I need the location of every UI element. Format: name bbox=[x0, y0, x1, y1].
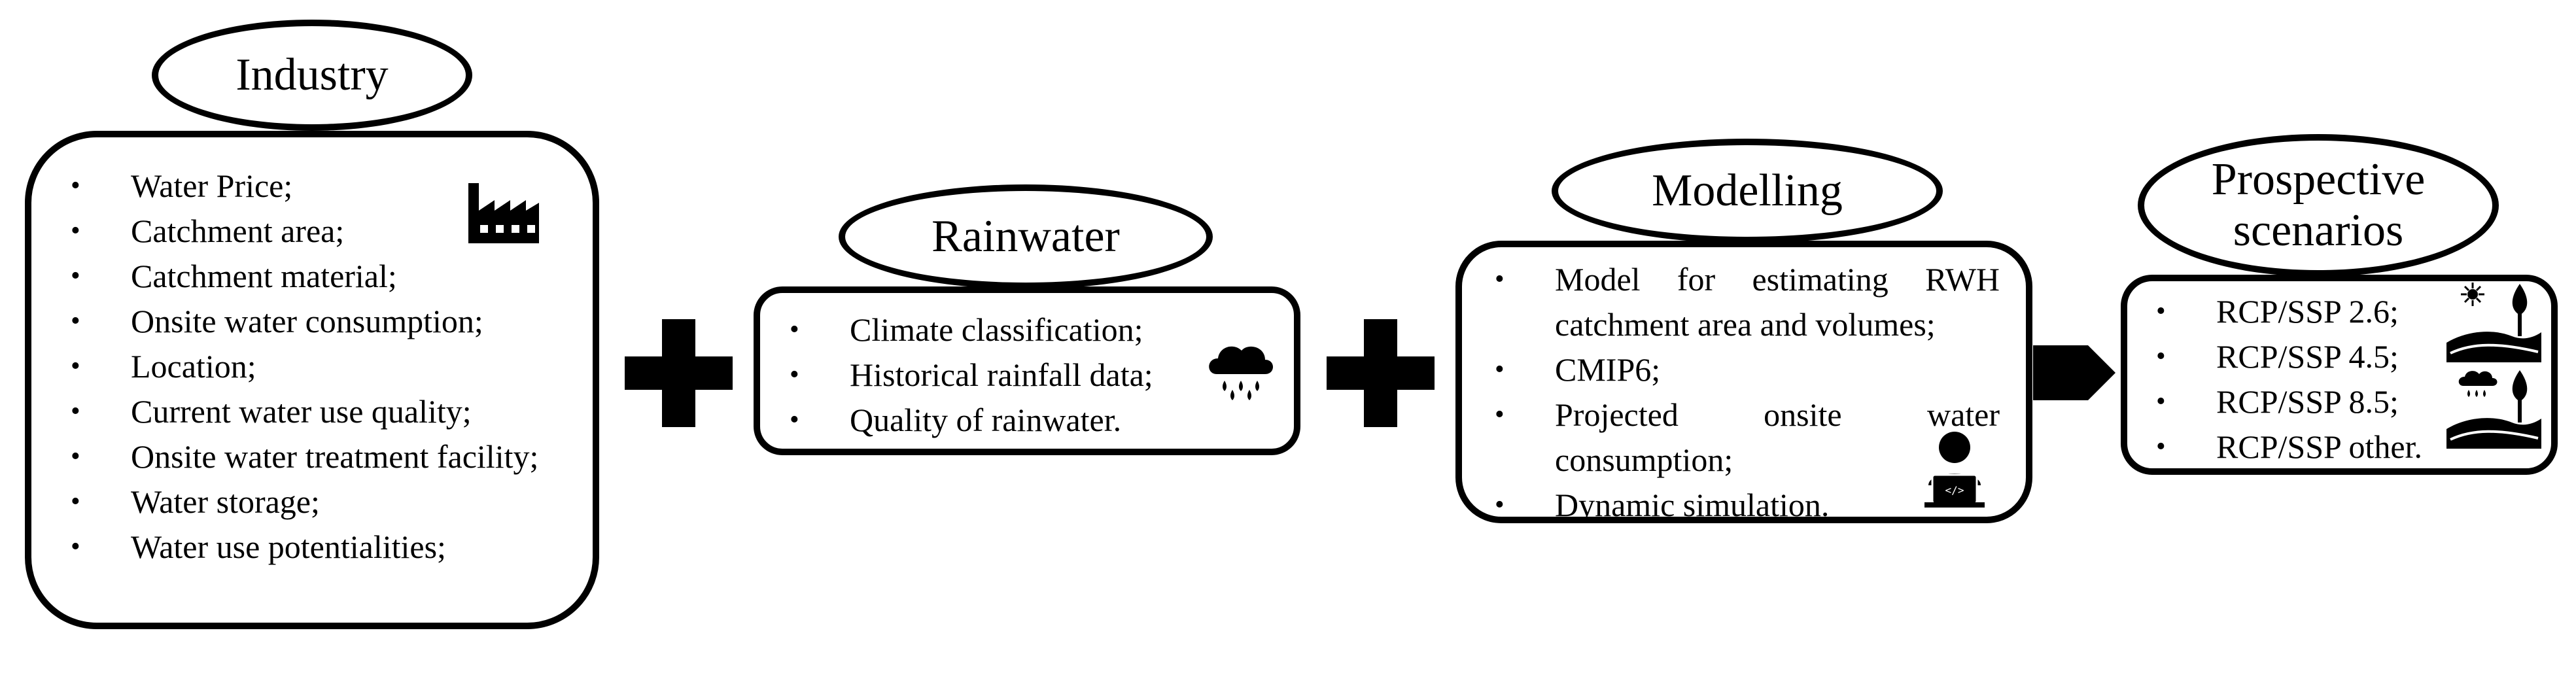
scenarios-title-ellipse: Prospective scenarios bbox=[2138, 134, 2499, 277]
industry-item: Onsite water consumption; bbox=[71, 299, 563, 344]
industry-item: Catchment material; bbox=[71, 254, 563, 299]
modelling-box: Model for estimating RWH catchment area … bbox=[1455, 241, 2032, 528]
scenarios-item: RCP/SSP 2.6; bbox=[2156, 289, 2465, 334]
industry-list: Water Price; Catchment area; Catchment m… bbox=[71, 164, 563, 570]
scenarios-title-line2: scenarios bbox=[2233, 205, 2404, 256]
rainwater-title-ellipse: Rainwater bbox=[839, 184, 1213, 289]
industry-title: Industry bbox=[235, 50, 389, 100]
sun-landscape-icon bbox=[2446, 283, 2541, 362]
scenarios-list: RCP/SSP 2.6; RCP/SSP 4.5; RCP/SSP 8.5; R… bbox=[2156, 289, 2465, 470]
developer-laptop-icon: </> bbox=[1924, 432, 1985, 508]
modelling-item: Dynamic simulation. bbox=[1495, 483, 2000, 528]
industry-item: Current water use quality; bbox=[71, 389, 563, 434]
scenarios-box: RCP/SSP 2.6; RCP/SSP 4.5; RCP/SSP 8.5; R… bbox=[2121, 275, 2558, 475]
rain-landscape-icon bbox=[2446, 370, 2541, 449]
industry-title-ellipse: Industry bbox=[152, 20, 472, 131]
scenarios-title: Prospective scenarios bbox=[2212, 154, 2426, 256]
plus-icon bbox=[625, 319, 733, 427]
industry-item: Catchment area; bbox=[71, 209, 563, 254]
modelling-title-ellipse: Modelling bbox=[1552, 139, 1943, 243]
industry-item: Onsite water treatment facility; bbox=[71, 434, 563, 479]
scenarios-item: RCP/SSP 8.5; bbox=[2156, 379, 2465, 424]
rain-cloud-icon bbox=[1209, 346, 1273, 400]
industry-item: Water Price; bbox=[71, 164, 563, 209]
scenarios-item: RCP/SSP 4.5; bbox=[2156, 334, 2465, 379]
scenarios-title-line1: Prospective bbox=[2211, 154, 2426, 205]
industry-item: Location; bbox=[71, 344, 563, 389]
modelling-list: Model for estimating RWH catchment area … bbox=[1495, 257, 2000, 528]
rainwater-item: Historical rainfall data; bbox=[790, 353, 1268, 398]
modelling-item: Projected onsite water consumption; bbox=[1495, 392, 2000, 483]
modelling-item: Model for estimating RWH catchment area … bbox=[1495, 257, 2000, 347]
rainwater-item: Quality of rainwater. bbox=[790, 398, 1268, 443]
svg-text:</>: </> bbox=[1945, 484, 1964, 496]
rainwater-item: Climate classification; bbox=[790, 307, 1268, 353]
rainwater-title: Rainwater bbox=[931, 211, 1120, 262]
modelling-title: Modelling bbox=[1652, 165, 1843, 216]
scenarios-item: RCP/SSP other. bbox=[2156, 424, 2465, 470]
modelling-item: CMIP6; bbox=[1495, 347, 2000, 392]
plus-icon bbox=[1327, 319, 1435, 427]
industry-item: Water storage; bbox=[71, 479, 563, 525]
arrow-icon bbox=[2033, 345, 2115, 400]
industry-item: Water use potentialities; bbox=[71, 525, 563, 570]
rainwater-list: Climate classification; Historical rainf… bbox=[790, 307, 1268, 443]
factory-icon bbox=[468, 183, 539, 243]
rainwater-box: Climate classification; Historical rainf… bbox=[754, 286, 1300, 455]
